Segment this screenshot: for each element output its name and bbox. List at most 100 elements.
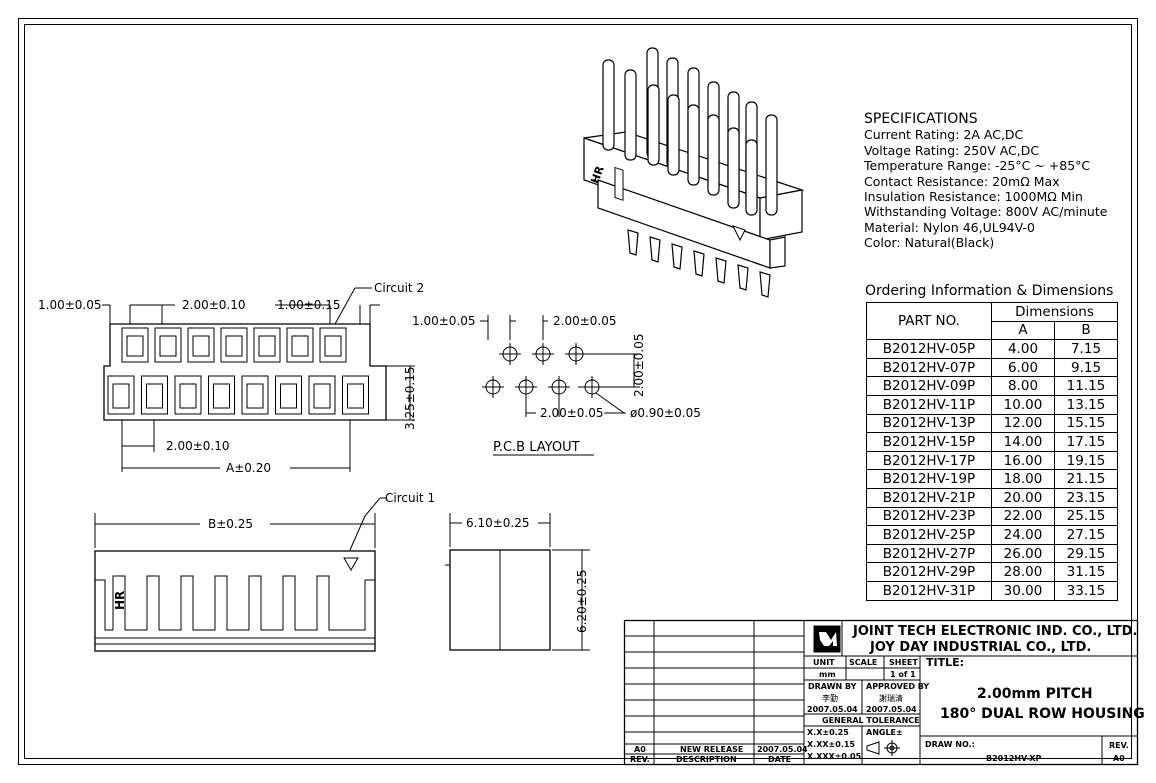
scale-label: SCALE <box>849 658 877 667</box>
rev-row-rev: A0 <box>634 745 646 754</box>
pcb-dim-hole: ø0.90±0.05 <box>630 406 701 420</box>
bottom-cell <box>174 375 202 415</box>
company-name-2: JOY DAY INDUSTRIAL CO., LTD. <box>869 640 1091 655</box>
col-a: A <box>991 320 1055 341</box>
rev-row-date: 2007.05.04 <box>757 745 808 754</box>
cell-part: B2012HV-27P <box>866 543 992 564</box>
angle-label: ANGLE± <box>866 728 903 737</box>
cell-a: 12.00 <box>991 413 1055 434</box>
cell-part: B2012HV-09P <box>866 376 992 396</box>
cell-a: 28.00 <box>991 562 1055 582</box>
cell-part: B2012HV-31P <box>866 580 992 601</box>
bottom-cell <box>342 375 369 415</box>
cell-b: 31.15 <box>1054 562 1118 582</box>
cell-a: 8.00 <box>991 376 1055 396</box>
front-circuit1-label: Circuit 1 <box>385 491 435 505</box>
top-dim-pitch: 2.00±0.10 <box>182 298 246 312</box>
col-b: B <box>1054 320 1118 341</box>
cell-b: 9.15 <box>1054 357 1118 378</box>
drawn-date: 2007.05.04 <box>807 705 858 714</box>
cell-b: 33.15 <box>1054 580 1118 601</box>
cell-b: 19.15 <box>1054 450 1118 471</box>
drawing-border-outer <box>18 18 1138 765</box>
company-name-1: JOINT TECH ELECTRONIC IND. CO., LTD. <box>852 624 1137 639</box>
top-dim-left: 1.00±0.05 <box>38 298 102 312</box>
specifications-block: SPECIFICATIONS Current Rating: 2A AC,DC … <box>864 111 1107 251</box>
col-rev: REV. <box>630 755 650 764</box>
bottom-cell <box>107 375 135 415</box>
bottom-cell-contact <box>112 383 130 409</box>
bottom-cell <box>141 375 168 415</box>
top-cell-contact <box>225 335 243 357</box>
spec-line: Material: Nylon 46,UL94V-0 <box>864 219 1035 235</box>
cell-a: 16.00 <box>991 450 1055 471</box>
pcb-layout-label: P.C.B LAYOUT <box>493 440 580 455</box>
cell-b: 13.15 <box>1054 394 1118 415</box>
unit-label: UNIT <box>813 658 835 667</box>
tolerance-3: X.XXX±0.05 <box>807 752 862 761</box>
cell-a: 20.00 <box>991 487 1055 508</box>
top-cell <box>286 327 314 363</box>
cell-part: B2012HV-21P <box>866 487 992 508</box>
draw-no-value: B2012HV-XP <box>986 754 1042 763</box>
cell-part: B2012HV-07P <box>866 357 992 378</box>
drawn-by-label: DRAWN BY <box>808 682 857 691</box>
bottom-cell-contact <box>246 383 264 409</box>
top-dim-a: A±0.20 <box>226 461 271 475</box>
bottom-cell-contact <box>146 383 163 409</box>
cell-b: 11.15 <box>1054 376 1118 396</box>
bottom-cell-contact <box>179 383 197 409</box>
cell-a: 18.00 <box>991 469 1055 489</box>
top-cell <box>253 327 281 363</box>
bottom-cell-contact <box>280 383 297 409</box>
specifications-heading: SPECIFICATIONS <box>864 111 978 127</box>
drawing-border-inner <box>24 24 1132 759</box>
top-cell-contact <box>126 335 144 357</box>
cell-b: 23.15 <box>1054 487 1118 508</box>
cell-b: 27.15 <box>1054 525 1118 545</box>
top-view: 1.00±0.05 2.00±0.10 1.00±0.15 Circuit 2 … <box>38 281 424 475</box>
top-cell-contact <box>258 335 276 357</box>
cell-a: 4.00 <box>991 339 1055 359</box>
side-view: 6.10±0.25 6.20±0.25 <box>445 513 590 651</box>
front-view: HR B±0.25 Circuit 1 <box>94 491 435 652</box>
pcb-dim-pitch-top: 2.00±0.05 <box>553 314 617 328</box>
bottom-cell <box>308 375 336 415</box>
tolerance-label: GENERAL TOLERANCE <box>822 716 920 725</box>
top-cell <box>121 327 149 363</box>
cell-a: 6.00 <box>991 357 1055 378</box>
side-dim-width: 6.10±0.25 <box>466 516 530 530</box>
cell-b: 17.15 <box>1054 432 1118 452</box>
projection-symbol-icon <box>866 740 900 756</box>
bottom-cell <box>275 375 302 415</box>
top-cell-contact <box>159 335 177 357</box>
top-circuit2-label: Circuit 2 <box>374 281 424 295</box>
bottom-cell <box>241 375 269 415</box>
spec-line: Insulation Resistance: 1000MΩ Min <box>864 189 1083 205</box>
top-dim-pitch-bottom: 2.00±0.10 <box>166 439 230 453</box>
cell-part: B2012HV-05P <box>866 339 992 359</box>
col-dimensions: Dimensions <box>991 302 1118 322</box>
ordering-title: Ordering Information & Dimensions <box>865 283 1114 299</box>
approved-date: 2007.05.04 <box>866 705 917 714</box>
cell-b: 15.15 <box>1054 413 1118 434</box>
cell-part: B2012HV-13P <box>866 413 992 434</box>
top-dim-right: 1.00±0.15 <box>277 298 341 312</box>
bottom-cell-contact <box>213 383 230 409</box>
cell-part: B2012HV-11P <box>866 394 992 415</box>
cell-part: B2012HV-23P <box>866 506 992 527</box>
sheet-label: SHEET <box>889 658 918 667</box>
top-cell-contact <box>291 335 309 357</box>
cell-part: B2012HV-29P <box>866 562 992 582</box>
bottom-cell <box>208 375 235 415</box>
